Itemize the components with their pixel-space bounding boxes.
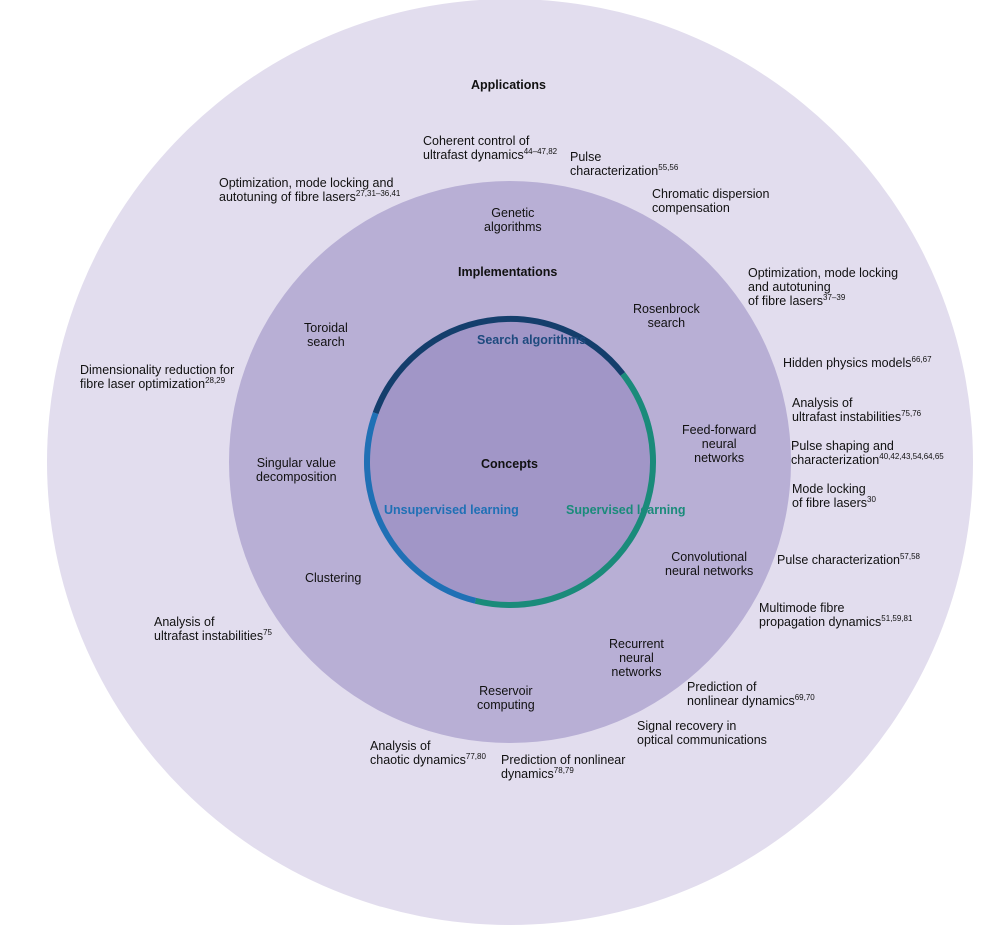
app-pulse-shaping: Pulse shaping and characterization40,42,…	[791, 439, 944, 467]
app-chromatic-dispersion: Chromatic dispersion compensation	[652, 187, 770, 215]
implementations-heading: Implementations	[458, 265, 558, 279]
app-mode-locking: Mode locking of fibre lasers30	[792, 482, 876, 510]
app-multimode-fibre: Multimode fibre propagation dynamics51,5…	[759, 601, 913, 629]
app-analysis-chaotic: Analysis of chaotic dynamics77,80	[370, 739, 486, 767]
impl-recurrent-networks: Recurrent neural networks	[609, 637, 664, 679]
app-prediction-nonlinear-bottom: Prediction of nonlinear dynamics78,79	[501, 753, 626, 781]
app-coherent-control: Coherent control of ultrafast dynamics44…	[423, 134, 558, 162]
impl-singular-value-decomposition: Singular value decomposition	[256, 456, 337, 484]
app-optimization-left: Optimization, mode locking and autotunin…	[219, 176, 401, 204]
app-analysis-instabilities-right: Analysis of ultrafast instabilities75,76	[792, 396, 922, 424]
concept-supervised-learning: Supervised learning	[566, 503, 686, 517]
concept-unsupervised-learning: Unsupervised learning	[384, 503, 519, 517]
app-pulse-characterization-top: Pulse characterization55,56	[570, 150, 679, 178]
app-hidden-physics-models: Hidden physics models66,67	[783, 355, 932, 371]
app-prediction-nonlinear-right: Prediction of nonlinear dynamics69,70	[687, 680, 815, 708]
impl-toroidal-search: Toroidal search	[304, 321, 348, 349]
supervised-learning-arc	[474, 372, 656, 608]
search-algorithms-arc	[372, 316, 626, 415]
concept-search-algorithms: Search algorithms	[477, 333, 587, 347]
concepts-heading: Concepts	[481, 457, 538, 471]
impl-feedforward-networks: Feed-forward neural networks	[682, 423, 757, 465]
unsupervised-learning-arc	[364, 412, 477, 604]
impl-genetic-algorithms: Genetic algorithms	[484, 206, 542, 234]
applications-heading: Applications	[471, 78, 547, 92]
app-analysis-instabilities-left: Analysis of ultrafast instabilities75	[154, 615, 272, 643]
impl-convolutional-networks: Convolutional neural networks	[665, 550, 754, 578]
impl-reservoir-computing: Reservoir computing	[477, 684, 535, 712]
app-optimization-right: Optimization, mode locking and autotunin…	[748, 266, 899, 308]
concepts-disc	[364, 316, 656, 608]
impl-clustering: Clustering	[305, 571, 362, 585]
app-signal-recovery: Signal recovery in optical communication…	[637, 719, 767, 747]
app-pulse-characterization-right: Pulse characterization57,58	[777, 552, 921, 568]
app-dimensionality-reduction: Dimensionality reduction for fibre laser…	[80, 363, 235, 391]
impl-rosenbrock-search: Rosenbrock search	[633, 302, 700, 330]
